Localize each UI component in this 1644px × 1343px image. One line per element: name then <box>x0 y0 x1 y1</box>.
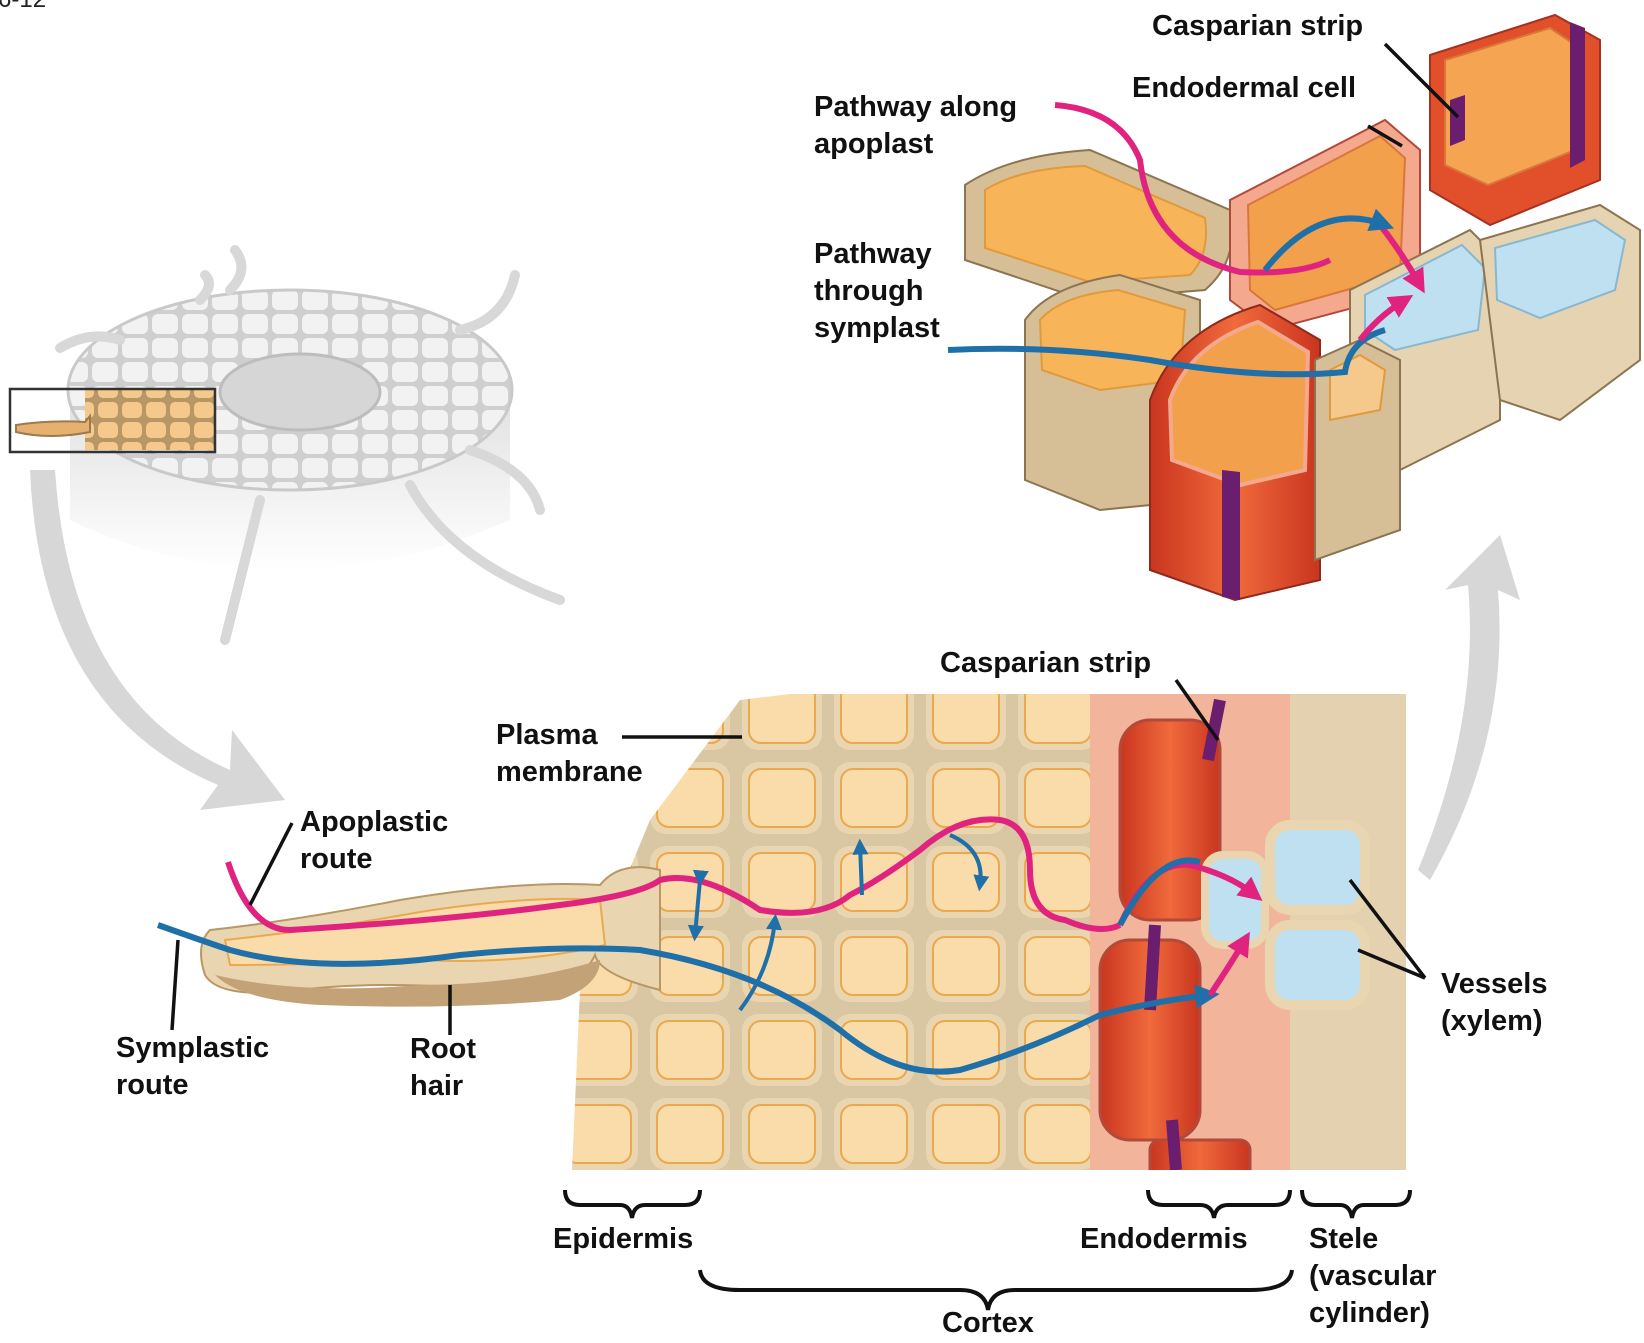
label-symplastic-route-1: Symplastic <box>116 1030 269 1067</box>
cortex-bracket <box>700 1270 1292 1310</box>
zoom-arrow-right <box>1418 535 1520 880</box>
root-stele-overview <box>220 354 380 430</box>
label-plasma-membrane-2: membrane <box>496 754 643 791</box>
casparian-strip-3d-front <box>1222 470 1240 600</box>
label-stele-1: Stele <box>1309 1221 1378 1258</box>
casparian-strip-3d-mid <box>1450 95 1465 146</box>
label-pathway-apoplast-2: apoplast <box>814 126 933 163</box>
overview-highlight-region <box>85 390 215 450</box>
label-stele-3: cylinder) <box>1309 1295 1430 1332</box>
label-pathway-symplast-1: Pathway <box>814 236 932 273</box>
label-casparian-strip-top: Casparian strip <box>1152 8 1363 45</box>
xylem-vessel-1 <box>1270 825 1365 910</box>
endodermal-cell-bottom <box>1150 1140 1250 1180</box>
endodermis-bracket <box>1148 1190 1290 1218</box>
label-vessels-2: (xylem) <box>1441 1003 1543 1040</box>
label-pathway-symplast-2: through <box>814 273 924 310</box>
label-vessels-1: Vessels <box>1441 966 1547 1003</box>
label-pathway-symplast-3: symplast <box>814 310 940 347</box>
label-casparian-strip-bottom: Casparian strip <box>940 645 1151 682</box>
epidermis-bracket <box>565 1190 700 1218</box>
label-endodermis: Endodermis <box>1080 1221 1248 1258</box>
root-cross-section-overview <box>10 250 560 640</box>
figure-number: 6-12 <box>0 0 46 14</box>
label-apoplastic-route-1: Apoplastic <box>300 804 448 841</box>
stele-bracket <box>1302 1190 1410 1218</box>
label-cortex: Cortex <box>942 1305 1034 1342</box>
label-root-hair-1: Root <box>410 1031 476 1068</box>
root-tissue-cross-section <box>201 694 1406 1180</box>
label-symplastic-route-2: route <box>116 1067 189 1104</box>
label-pathway-apoplast-1: Pathway along <box>814 89 1017 126</box>
label-epidermis: Epidermis <box>553 1221 693 1258</box>
label-plasma-membrane-1: Plasma <box>496 717 598 754</box>
xylem-vessel-3 <box>1205 855 1265 945</box>
label-apoplastic-route-2: route <box>300 841 373 878</box>
label-root-hair-2: hair <box>410 1068 463 1105</box>
casparian-strip-3d-top <box>1570 22 1585 168</box>
xylem-vessel-2 <box>1270 925 1365 1005</box>
label-endodermal-cell: Endodermal cell <box>1132 70 1356 107</box>
label-stele-2: (vascular <box>1309 1258 1436 1295</box>
